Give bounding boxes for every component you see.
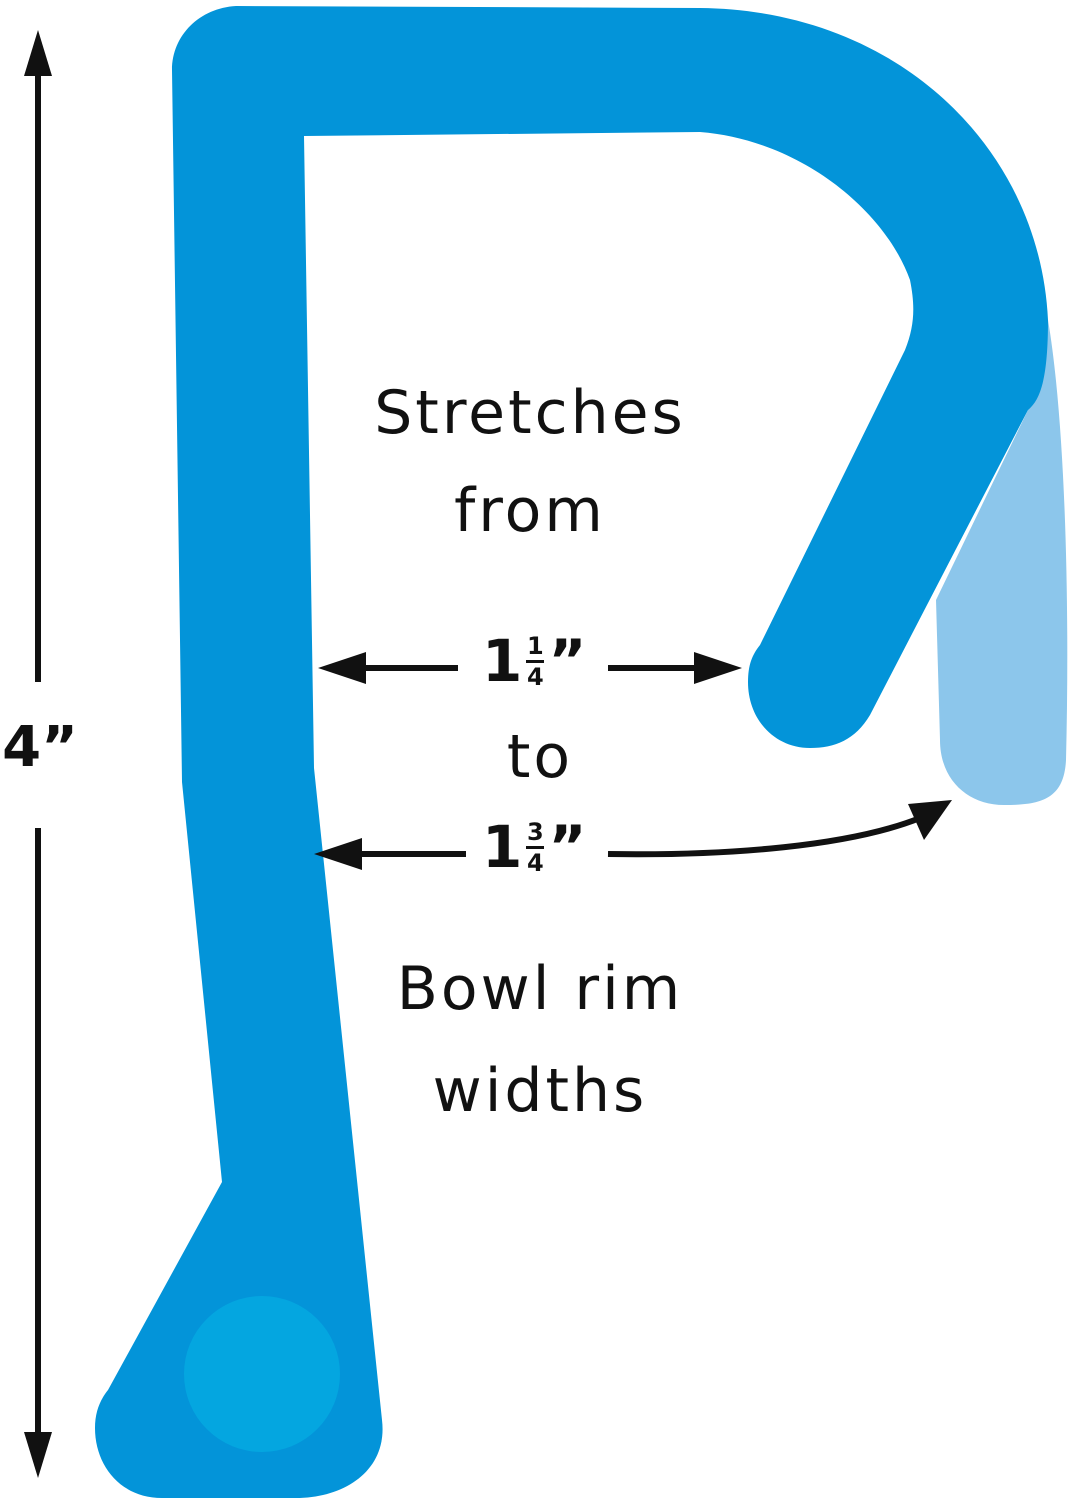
min-width-arrows	[318, 652, 742, 684]
max-num: 3	[527, 817, 544, 846]
clip-body	[95, 6, 1048, 1498]
max-unit: ”	[548, 813, 587, 881]
stretches-text-line1: Stretches	[374, 378, 686, 448]
height-label: 4”	[2, 715, 78, 780]
min-unit: ”	[548, 627, 587, 695]
stretched-arm	[936, 320, 1068, 805]
to-text: to	[506, 722, 574, 792]
max-whole: 1	[482, 813, 523, 881]
max-den: 4	[527, 848, 544, 877]
max-width-label: 1 3 4 ”	[482, 818, 586, 876]
max-width-arrows	[314, 800, 952, 870]
foot-dot	[184, 1296, 340, 1452]
min-whole: 1	[482, 627, 523, 695]
stretches-text-line2: from	[454, 476, 606, 546]
min-den: 4	[527, 662, 544, 691]
height-dimension-arrow	[24, 30, 52, 1478]
bowl-text-line1: Bowl rim	[396, 954, 684, 1024]
min-num: 1	[527, 631, 544, 660]
min-width-label: 1 1 4 ”	[482, 632, 586, 690]
bowl-text-line2: widths	[432, 1056, 648, 1126]
